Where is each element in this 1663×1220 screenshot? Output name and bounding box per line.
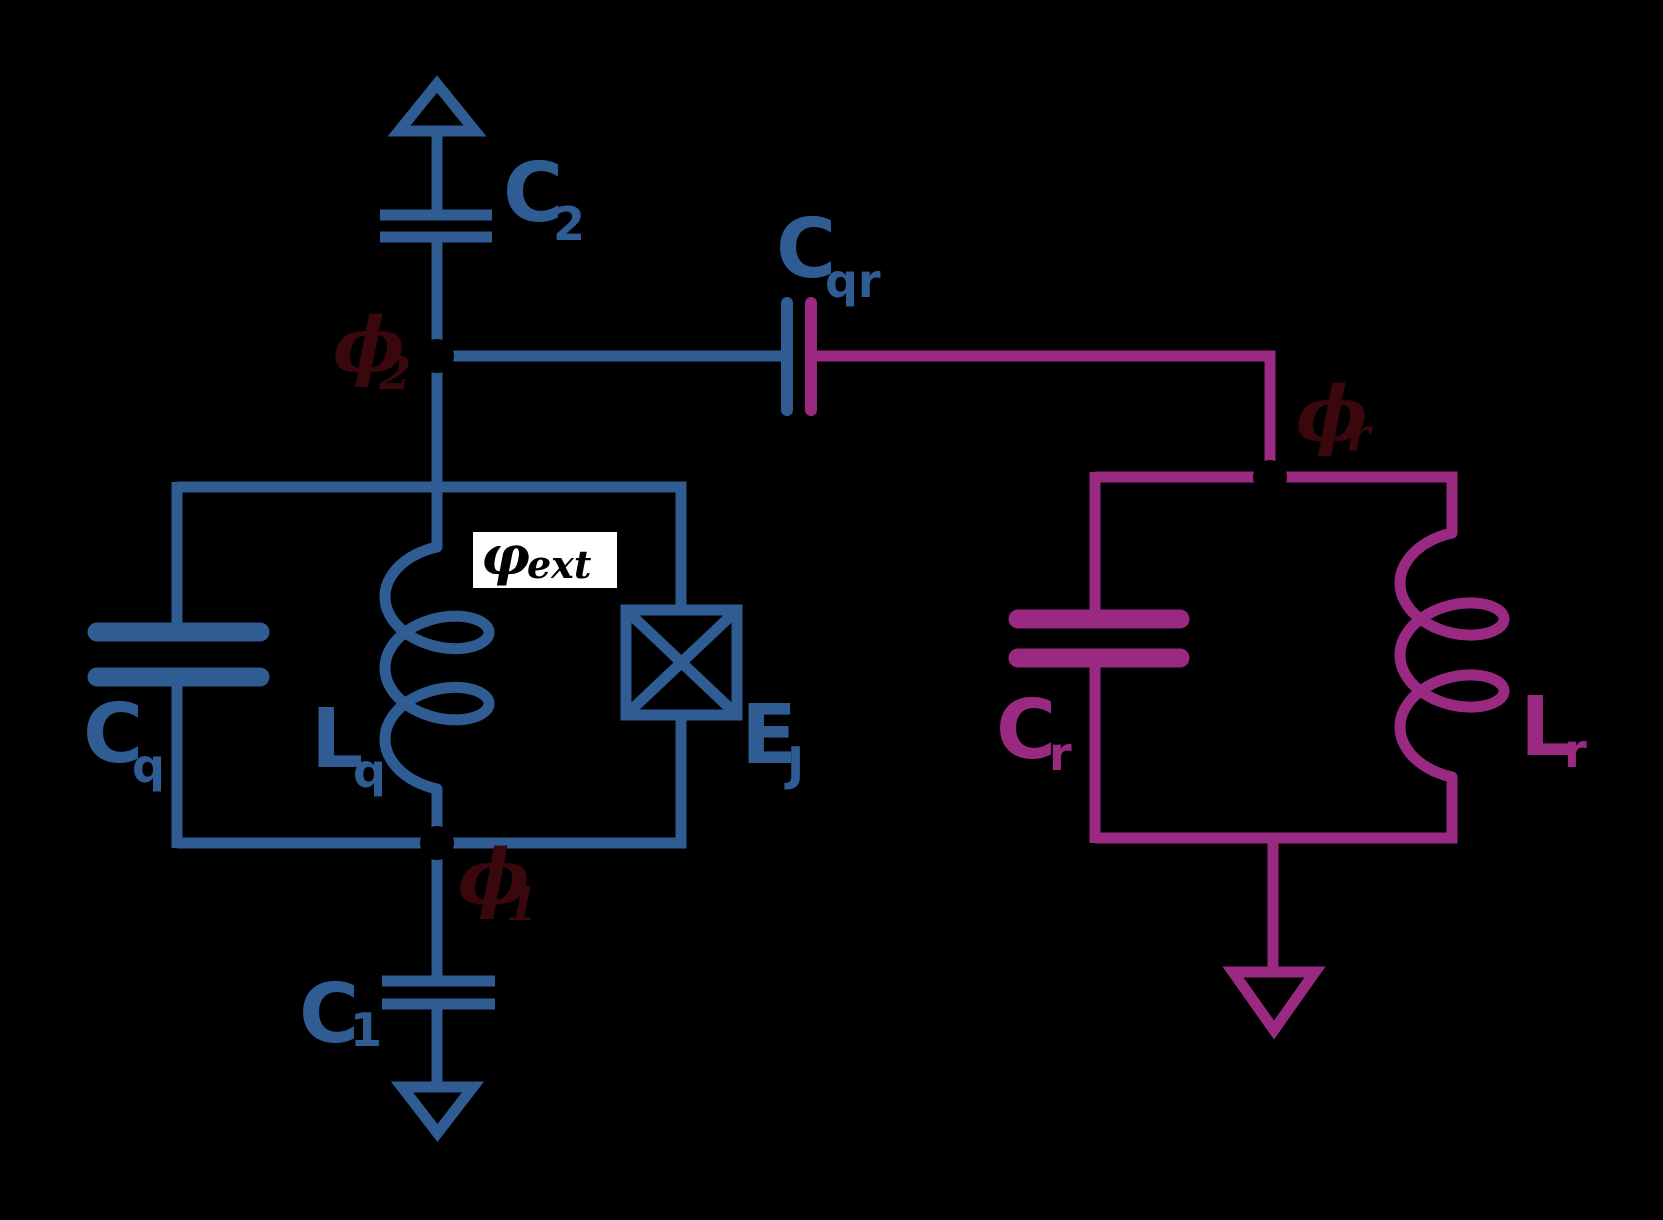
josephson-junction-box bbox=[620, 604, 743, 721]
flux-label-box bbox=[473, 532, 617, 588]
flux-label-sub: ext bbox=[527, 542, 592, 587]
node-label-phi1-sub: 1 bbox=[506, 877, 538, 931]
inductor-lr-coil bbox=[1394, 527, 1510, 783]
node-label-phi1: ϕ bbox=[458, 832, 530, 921]
resonator-bottom-wire bbox=[1095, 777, 1458, 844]
resonator-ground-icon bbox=[1222, 966, 1326, 1040]
label-lq-sub: q bbox=[353, 744, 386, 798]
josephson-junction-diagonal-2 bbox=[622, 606, 741, 719]
inductor-lq-coil bbox=[379, 541, 495, 795]
external-flux-tag: φ ext bbox=[473, 523, 617, 588]
label-lr: L bbox=[1520, 680, 1572, 775]
node-dot-phi2 bbox=[420, 339, 454, 373]
label-cqr-sub: qr bbox=[825, 254, 881, 308]
label-cq: C bbox=[83, 687, 143, 782]
loop-top-wire bbox=[177, 481, 687, 615]
label-cq-sub: q bbox=[132, 739, 165, 793]
node-labels: ϕ 2 ϕ 1 ϕ r bbox=[333, 300, 1374, 931]
component-labels: C 2 C qr C q L q E J C 1 C r L r bbox=[83, 146, 1587, 1062]
node-dot-phir bbox=[1253, 460, 1287, 494]
node-label-phir: ϕ bbox=[1296, 369, 1368, 458]
loop-bottom-wire bbox=[177, 710, 687, 849]
label-c2: C bbox=[503, 146, 563, 241]
top-port-arrow-icon bbox=[387, 75, 487, 137]
label-ej-sub: J bbox=[784, 737, 804, 791]
qubit-circuit bbox=[87, 75, 793, 1143]
qubit-ground-icon bbox=[390, 1081, 485, 1143]
label-c2-sub: 2 bbox=[553, 197, 585, 251]
label-lr-sub: r bbox=[1564, 724, 1587, 778]
node-label-phi2-sub: 2 bbox=[378, 346, 411, 400]
resonator-top-wire bbox=[1095, 471, 1458, 533]
label-c1: C bbox=[299, 967, 359, 1062]
label-cqr: C bbox=[776, 202, 836, 297]
label-ej: E bbox=[741, 688, 797, 783]
flux-label: φ bbox=[481, 523, 530, 587]
node-label-phir-sub: r bbox=[1346, 408, 1374, 462]
resonator-circuit bbox=[805, 297, 1510, 1040]
label-lq: L bbox=[311, 692, 363, 787]
label-cr: C bbox=[996, 683, 1056, 778]
node-dot-phi1 bbox=[420, 826, 454, 860]
label-cr-sub: r bbox=[1049, 727, 1072, 781]
node-label-phi2: ϕ bbox=[333, 300, 405, 389]
wire-cqr-to-phir bbox=[815, 350, 1276, 477]
label-c1-sub: 1 bbox=[350, 1003, 382, 1057]
